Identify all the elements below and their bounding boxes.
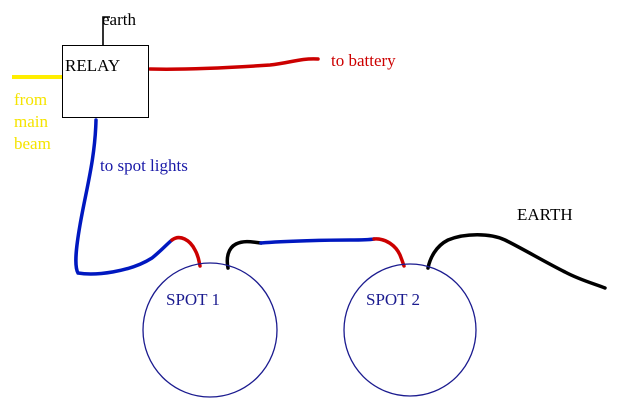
spot1-return-lead [225, 239, 263, 270]
spot2-positive-lead [372, 237, 406, 268]
to-spot-lights-label: to spot lights [100, 156, 188, 175]
earth-wire [426, 233, 607, 290]
spot1-lamp [142, 262, 278, 398]
relay-box: RELAY [62, 45, 149, 118]
spot-feed-wire [74, 118, 174, 276]
to-battery-label: to battery [331, 51, 396, 70]
from-main-beam-label: from main beam [14, 90, 51, 153]
spot2-lamp [343, 263, 477, 397]
earth-label-small: earth [102, 10, 136, 29]
battery-wire [148, 57, 320, 71]
earth-label-large: EARTH [517, 205, 573, 224]
spot1-label: SPOT 1 [166, 290, 221, 309]
spot1-positive-lead [170, 235, 202, 268]
relay-earth-wire [102, 16, 110, 45]
spot2-label: SPOT 2 [366, 290, 421, 309]
relay-label: RELAY [65, 56, 121, 75]
spot-link-wire [259, 237, 376, 245]
